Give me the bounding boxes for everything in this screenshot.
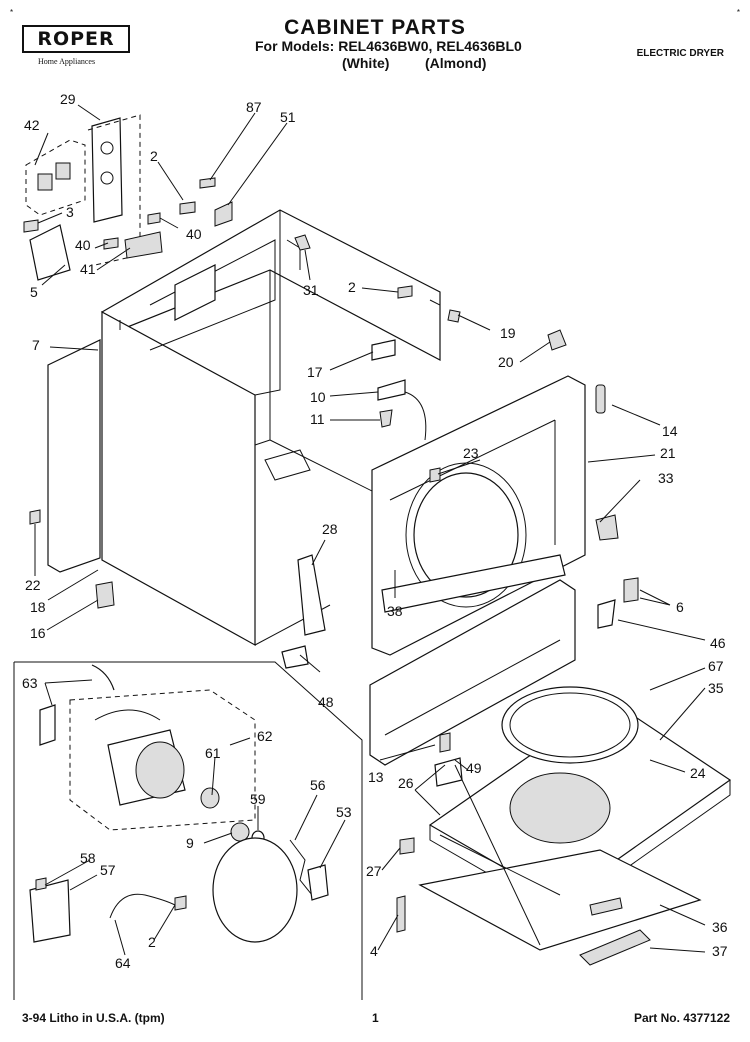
brand-subtitle: Home Appliances [38, 57, 96, 66]
callout-21: 21 [660, 445, 676, 461]
variant-almond: (Almond) [425, 55, 487, 71]
callout-40: 40 [186, 226, 202, 242]
callout-6: 6 [676, 599, 684, 615]
section-divider [14, 661, 363, 1000]
toe-panel [369, 554, 576, 766]
leader-lines [34, 104, 706, 956]
callout-29: 29 [60, 91, 76, 107]
litho-note: 3-94 Litho in U.S.A. (tpm) [22, 1011, 165, 1025]
callout-5: 5 [30, 284, 38, 300]
callout-3: 3 [66, 204, 74, 220]
callout-53: 53 [336, 804, 352, 820]
callout-23: 23 [463, 445, 479, 461]
callout-87: 87 [246, 99, 262, 115]
callout-2: 2 [150, 148, 158, 164]
brand-logo: ROPER [22, 25, 130, 53]
callout-38: 38 [387, 603, 403, 619]
callout-35: 35 [708, 680, 724, 696]
callout-10: 10 [310, 389, 326, 405]
callout-46: 46 [710, 635, 726, 651]
callout-22: 22 [25, 577, 41, 593]
callout-42: 42 [24, 117, 40, 133]
corner-mark: * [10, 8, 14, 17]
callout-20: 20 [498, 354, 514, 370]
callout-36: 36 [712, 919, 728, 935]
page-number: 1 [372, 1011, 379, 1025]
callout-62: 62 [257, 728, 273, 744]
callout-4: 4 [370, 943, 378, 959]
callout-64: 64 [115, 955, 131, 971]
appliance-type: ELECTRIC DRYER [636, 48, 724, 59]
callout-59: 59 [250, 791, 266, 807]
cabinet-body [47, 209, 441, 647]
callout-61: 61 [205, 745, 221, 761]
motor-assembly [29, 664, 329, 943]
callout-31: 31 [303, 282, 319, 298]
variant-white: (White) [342, 55, 390, 71]
callout-58: 58 [80, 850, 96, 866]
callout-18: 18 [30, 599, 46, 615]
callout-48: 48 [318, 694, 334, 710]
model-list: For Models: REL4636BW0, REL4636BL0 [255, 38, 522, 54]
callout-28: 28 [322, 521, 338, 537]
callout-14: 14 [662, 423, 678, 439]
callout-13: 13 [368, 769, 384, 785]
page-title: CABINET PARTS [284, 16, 466, 39]
callout-17: 17 [307, 364, 323, 380]
callout-67: 67 [708, 658, 724, 674]
callout-40: 40 [75, 237, 91, 253]
callout-63: 63 [22, 675, 38, 691]
callout-26: 26 [398, 775, 414, 791]
callout-49: 49 [466, 760, 482, 776]
brand-name: ROPER [37, 28, 115, 50]
callout-9: 9 [186, 835, 194, 851]
callout-19: 19 [500, 325, 516, 341]
callout-37: 37 [712, 943, 728, 959]
callout-51: 51 [280, 109, 296, 125]
callout-16: 16 [30, 625, 46, 641]
callout-27: 27 [366, 863, 382, 879]
callout-7: 7 [32, 337, 40, 353]
callout-57: 57 [100, 862, 116, 878]
top-left-parts [23, 114, 233, 281]
callout-2: 2 [348, 279, 356, 295]
part-number: Part No. 4377122 [633, 1011, 730, 1025]
callout-41: 41 [80, 261, 96, 277]
cabinet-base [418, 686, 732, 966]
callout-33: 33 [658, 470, 674, 486]
corner-mark: * [736, 8, 740, 17]
callout-24: 24 [690, 765, 706, 781]
callout-2: 2 [148, 934, 156, 950]
callout-11: 11 [310, 411, 325, 427]
callout-56: 56 [310, 777, 326, 793]
